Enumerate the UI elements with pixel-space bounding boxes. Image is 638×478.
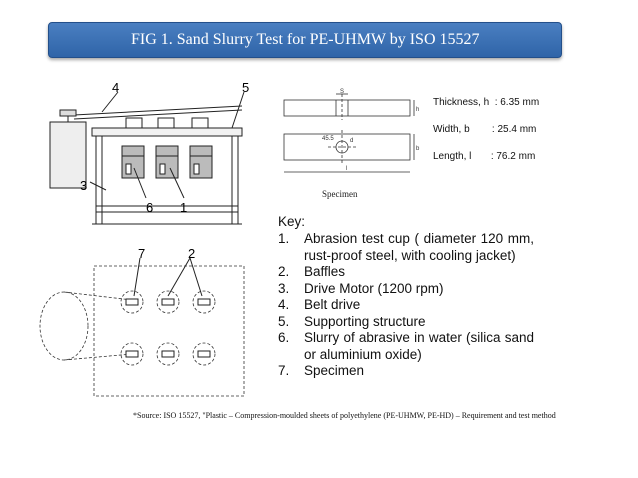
key-item: 7. Specimen [278, 363, 534, 380]
key-item-text: Specimen [304, 363, 365, 378]
specimen-label-h: h [416, 107, 419, 113]
key-item-text: Abrasion test cup ( diameter 120 mm, rus… [304, 231, 534, 263]
dimension-width: Width, b : 25.4 mm [433, 124, 537, 135]
key-item: 1. Abrasion test cup ( diameter 120 mm, … [278, 231, 534, 264]
key-item-text: Baffles [304, 264, 346, 279]
key-section: Key: 1. Abrasion test cup ( diameter 120… [278, 214, 534, 380]
key-list: 1. Abrasion test cup ( diameter 120 mm, … [278, 231, 534, 380]
key-item: 5. Supporting structure [278, 314, 534, 331]
source-footnote: *Source: ISO 15527, "Plastic – Compressi… [133, 411, 556, 420]
machine-plan-view-figure: 7 2 [39, 246, 245, 397]
specimen-label-offset: 45.5 [322, 136, 334, 142]
plan-callout-2: 2 [188, 246, 195, 261]
machine-callout-4: 4 [112, 80, 119, 95]
key-item-number: 1. [278, 231, 290, 246]
key-item-text: Belt drive [304, 297, 361, 312]
key-item-number: 7. [278, 363, 290, 378]
specimen-drawing: S h b d l 45.5 [283, 89, 420, 173]
key-item-text: Slurry of abrasive in water (silica sand… [304, 330, 534, 362]
key-item-text: Drive Motor (1200 rpm) [304, 280, 444, 296]
key-title: Key: [278, 214, 306, 229]
machine-callout-1: 1 [180, 200, 187, 215]
key-item-text: Supporting structure [304, 313, 426, 329]
specimen-caption: Specimen [322, 189, 358, 199]
specimen-label-b: b [416, 146, 420, 152]
key-item-number: 6. [278, 330, 290, 345]
machine-callout-5: 5 [242, 80, 249, 95]
machine-side-view-figure: 4 5 3 6 1 [49, 80, 249, 225]
specimen-label-l: l [346, 166, 347, 172]
key-item-number: 2. [278, 264, 290, 279]
machine-callout-6: 6 [146, 200, 153, 215]
dimension-length: Length, l : 76.2 mm [433, 151, 536, 162]
slide-title: FIG 1. Sand Slurry Test for PE-UHMW by I… [131, 31, 480, 48]
plan-callout-7: 7 [138, 246, 145, 261]
key-item: 4. Belt drive [278, 297, 534, 314]
key-item: 6. Slurry of abrasive in water (silica s… [278, 330, 534, 363]
dimension-thickness: Thickness, h : 6.35 mm [433, 97, 540, 108]
key-item-number: 4. [278, 297, 290, 312]
key-item: 3. Drive Motor (1200 rpm) [278, 281, 534, 298]
key-item: 2. Baffles [278, 264, 534, 281]
specimen-label-d: d [350, 138, 353, 144]
specimen-dimensions-list: Thickness, h : 6.35 mm Width, b : 25.4 m… [433, 94, 539, 175]
specimen-label-s: S [340, 89, 344, 95]
slide-title-bar: FIG 1. Sand Slurry Test for PE-UHMW by I… [48, 22, 562, 58]
machine-callout-3: 3 [80, 178, 87, 193]
key-item-number: 3. [278, 280, 290, 296]
key-item-number: 5. [278, 313, 290, 329]
